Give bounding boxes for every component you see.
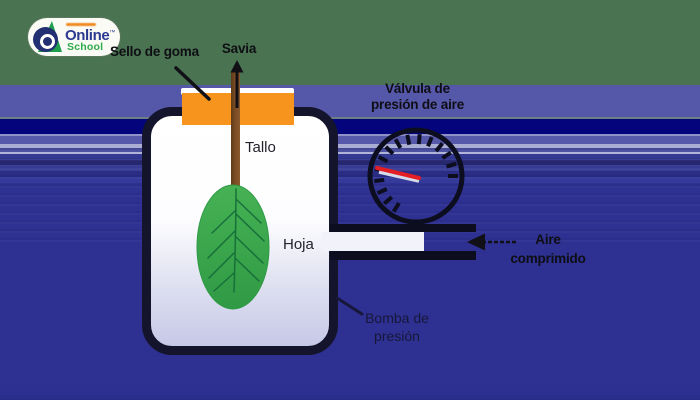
label-valve-line1: Válvula de: [385, 81, 450, 96]
label-valve-line2: presión de aire: [370, 96, 465, 112]
logo-brand-name: Online™: [65, 28, 115, 43]
up-arrow-icon: [230, 60, 244, 108]
label-pressure-pump: Bomba de presión: [352, 309, 442, 345]
logo-o-ring: [40, 34, 55, 49]
logo-school-text: School: [67, 41, 104, 54]
label-sap: Savia: [221, 41, 257, 56]
air-pipe-wall-bottom: [330, 251, 476, 260]
label-rubber-seal: Sello de goma: [110, 44, 199, 59]
leaf-shape: [196, 184, 270, 310]
leader-line-seal: [174, 66, 211, 101]
label-compressed-air: Aire comprimido: [500, 230, 596, 268]
label-air-line1: Aire: [535, 232, 561, 247]
plant-stem: [231, 72, 240, 192]
needle-shadow: [378, 170, 420, 183]
label-air-pressure-valve: Válvula de presión de aire: [350, 81, 485, 112]
background-stripe-artifacts-lower: [0, 243, 700, 400]
pressure-gauge: [367, 127, 465, 225]
logo-wordmark: Online™ School: [65, 22, 115, 53]
label-pump-line2: presión: [374, 328, 420, 344]
leaf-veins: [207, 188, 265, 293]
label-pump-line1: Bomba de: [365, 310, 429, 326]
logo-tagline: [66, 23, 96, 27]
air-pipe-wall-top: [330, 224, 476, 232]
label-stem: Tallo: [245, 139, 276, 156]
trademark-symbol: ™: [109, 30, 115, 37]
logo-circle-icon: [31, 19, 64, 55]
leader-line-pump: [335, 296, 364, 316]
label-leaf: Hoja: [283, 236, 314, 253]
air-pipe-interior: [322, 232, 424, 251]
left-arrow-icon: [467, 233, 516, 251]
logo-brand-text: Online: [65, 27, 110, 45]
online-school-logo: Online™ School: [28, 18, 120, 56]
label-air-line2: comprimido: [510, 251, 586, 266]
gauge-needle: [375, 166, 421, 180]
